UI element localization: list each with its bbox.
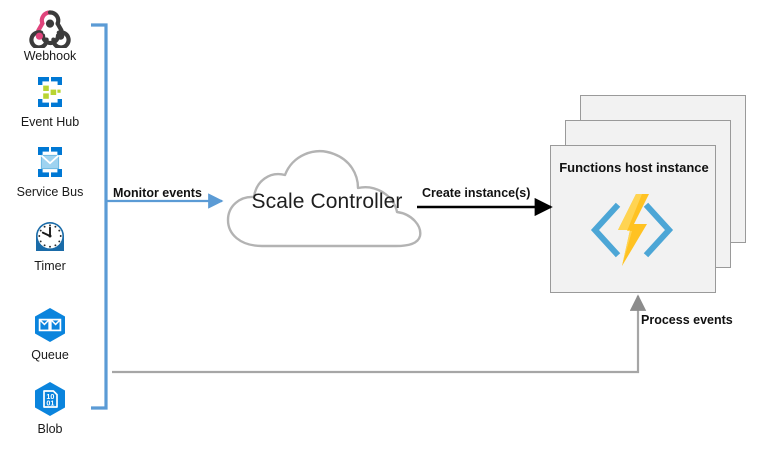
cloud-shape [226, 150, 422, 248]
svg-text:10: 10 [46, 392, 54, 401]
trigger-source-servicebus[interactable]: Service Bus [6, 140, 94, 199]
trigger-source-webhook[interactable]: Webhook [6, 4, 94, 63]
trigger-label: Blob [37, 422, 63, 436]
trigger-source-timer[interactable]: Timer [6, 214, 94, 273]
trigger-label: Service Bus [16, 185, 84, 199]
scale-controller-node[interactable]: Scale Controller [222, 118, 432, 253]
svg-text:01: 01 [46, 398, 54, 407]
timer-icon [36, 222, 64, 251]
scale-controller-label: Scale Controller [251, 190, 403, 213]
trigger-source-blob[interactable]: 10 01 Blob [6, 377, 94, 436]
trigger-label: Queue [31, 348, 69, 362]
service-bus-icon [38, 147, 62, 177]
create-instances-label: Create instance(s) [422, 186, 531, 200]
host-instance-title: Functions host instance [559, 160, 709, 175]
blob-icon: 10 01 [35, 382, 65, 416]
trigger-label: Event Hub [20, 115, 80, 129]
trigger-label: Webhook [23, 49, 77, 63]
monitor-events-label: Monitor events [113, 186, 202, 200]
process-events-label: Process events [641, 313, 733, 327]
process-events-arrow [112, 294, 647, 374]
trigger-label: Timer [34, 259, 66, 273]
queue-icon [35, 308, 65, 342]
webhook-icon [29, 10, 71, 48]
event-hub-icon [38, 77, 62, 107]
trigger-source-eventhub[interactable]: Event Hub [6, 70, 94, 129]
trigger-source-queue[interactable]: Queue [6, 303, 94, 362]
azure-functions-logo [590, 194, 674, 266]
